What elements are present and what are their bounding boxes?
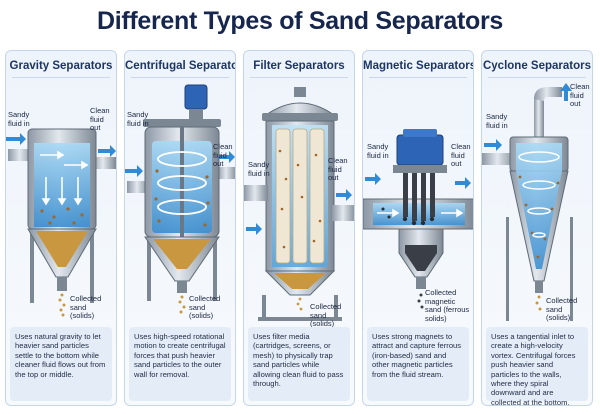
divider	[12, 77, 110, 78]
description: Uses filter media (cartridges, screens, …	[248, 327, 350, 401]
cyclone-separator-panel: Cyclone Separators Sandy fluid	[481, 50, 593, 406]
inlet-label: Sandy fluid in	[127, 110, 149, 128]
divider	[369, 77, 467, 78]
gravity-separator-panel: Gravity Separators	[5, 50, 117, 406]
panel-title: Magnetic Separators	[363, 60, 474, 72]
page-title: Different Types of Sand Separators	[96, 7, 504, 35]
description: Uses a tangential inlet to create a high…	[486, 327, 588, 405]
cyclone-separator-illustration	[482, 83, 573, 321]
panel-title: Centrifugal Separators	[125, 60, 235, 72]
solids-label: Collected sand (solids)	[70, 294, 102, 320]
magnetic-separator-illustration	[363, 129, 473, 309]
panel-title: Gravity Separators	[9, 60, 113, 72]
solids-label: Collected sand (solids)	[310, 302, 342, 328]
panel-title: Cyclone Separators	[482, 60, 591, 72]
inlet-label: Sandy fluid in	[8, 110, 30, 128]
divider	[250, 77, 348, 78]
solids-label: Collected magnetic sand (ferrous solids)	[425, 288, 470, 323]
outlet-label: Clean fluid out	[451, 142, 471, 168]
outlet-label: Clean fluid out	[328, 156, 348, 182]
centrifugal-separator-panel: Centrifugal Separators	[124, 50, 236, 406]
filter-separator-panel: Filter Separators	[243, 50, 355, 406]
solids-label: Collected sand (solids)	[546, 296, 578, 322]
description: Uses high-speed rotational motion to cre…	[129, 327, 231, 401]
filter-separator-illustration	[244, 87, 354, 321]
inlet-label: Sandy fluid in	[367, 142, 389, 160]
gravity-separator-illustration	[6, 128, 116, 317]
outlet-label: Clean fluid out	[213, 142, 233, 168]
outlet-label: Clean fluid out	[570, 82, 590, 108]
inlet-label: Sandy fluid in	[248, 160, 270, 178]
divider	[131, 77, 229, 78]
outlet-label: Clean fluid out	[90, 106, 110, 132]
description: Uses natural gravity to let heavier sand…	[10, 327, 112, 401]
centrifugal-separator-illustration	[125, 84, 235, 314]
inlet-label: Sandy fluid in	[486, 112, 508, 130]
magnetic-separator-panel: Magnetic Separators	[362, 50, 474, 406]
panel-title: Filter Separators	[253, 60, 345, 72]
description: Uses strong magnets to attract and captu…	[367, 327, 469, 401]
divider	[488, 77, 586, 78]
solids-label: Collected sand (solids)	[189, 294, 221, 320]
